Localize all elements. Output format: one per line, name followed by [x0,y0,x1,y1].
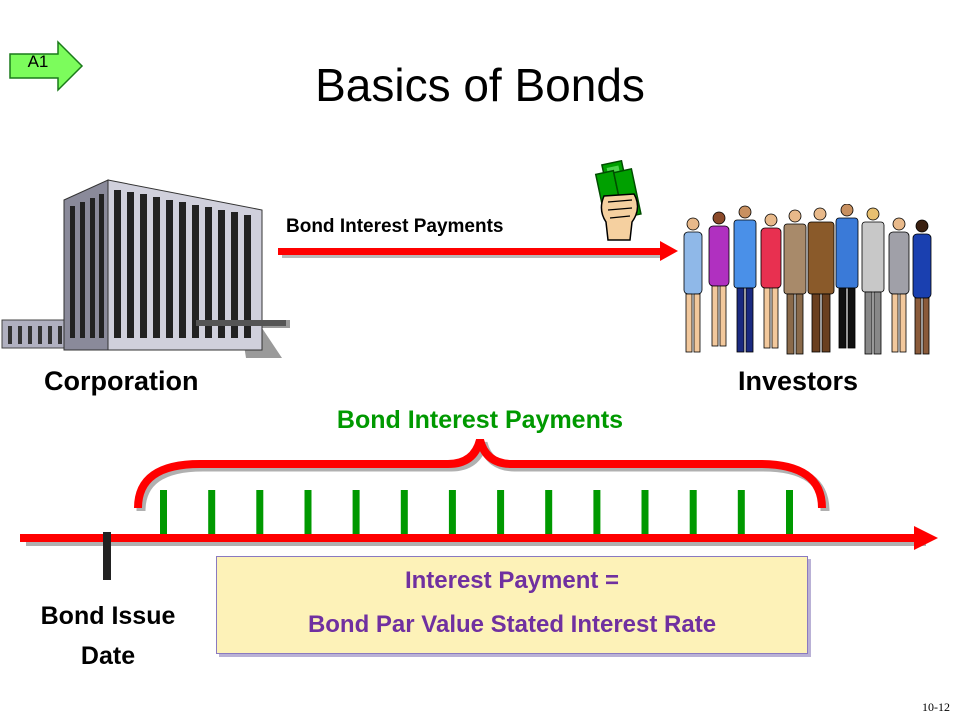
arrow-label: Bond Interest Payments [286,216,504,237]
corporation-label: Corporation [44,366,199,396]
formula-box: Interest Payment = Bond Par Value Stated… [216,556,808,654]
investors-label: Investors [738,366,859,396]
office-building-icon [1,179,290,358]
payment-tick [448,490,456,536]
payment-tick [256,490,264,536]
payment-tick [400,490,408,536]
payment-tick [208,490,216,536]
issue-date-line1: Bond Issue [40,602,176,630]
payment-tick [737,490,745,536]
payment-tick [545,490,553,536]
formula-line1: Interest Payment = [404,567,620,594]
timeline [20,490,938,580]
section-badge: A1 [27,52,49,71]
payment-tick [497,490,505,536]
slide-title: Basics of Bonds [315,59,645,111]
investors-group-icon [683,204,932,355]
badge-arrow-icon [9,40,84,92]
issue-date-marker [103,532,111,580]
issue-date-line2: Date [80,642,136,670]
payment-tick [786,490,793,536]
payment-tick [304,490,312,536]
payment-tick [641,490,649,536]
issue-date-label: Bond Issue Date [10,596,206,676]
payment-tick [593,490,601,536]
page-number: 10-12 [922,700,950,714]
interest-payment-arrow [278,241,678,261]
payment-tick [352,490,360,536]
payments-brace [134,438,830,512]
payment-tick [689,490,697,536]
payment-tick [160,490,167,536]
money-hand-icon [594,160,642,241]
brace-label: Bond Interest Payments [336,406,624,434]
formula-line2: Bond Par Value Stated Interest Rate [307,611,717,638]
